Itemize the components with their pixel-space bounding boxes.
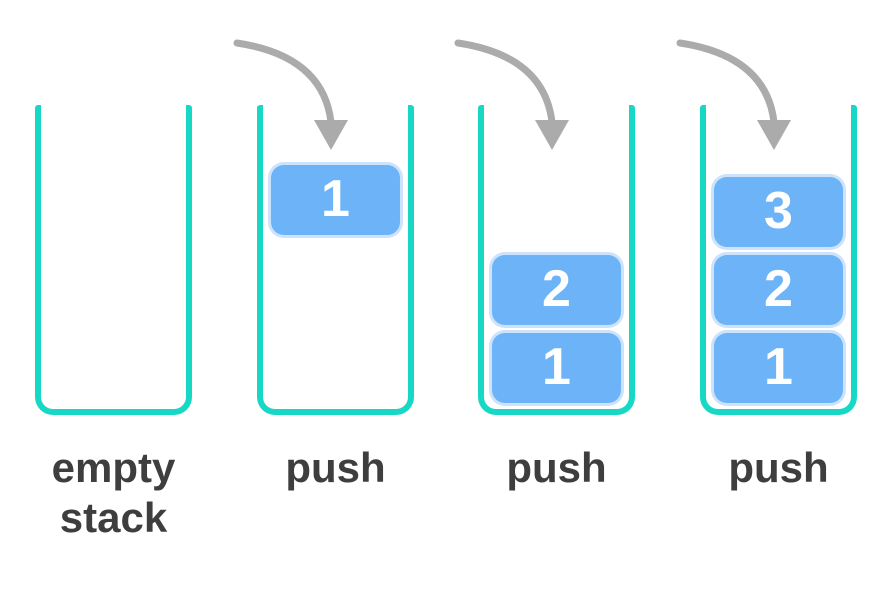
stack-container	[478, 105, 635, 415]
block-value: 1	[764, 338, 793, 396]
stack-stage-push-3: push 3 2 1	[676, 0, 857, 590]
block-value: 2	[764, 260, 793, 318]
stage-label: push	[728, 444, 829, 491]
push-arrow-icon	[233, 39, 348, 150]
stack-container	[35, 105, 192, 415]
push-arrow-icon	[676, 39, 791, 150]
stack-block: 2	[714, 255, 843, 325]
stack-stage-push-2: push 2 1	[454, 0, 635, 590]
stage-label: empty stack	[51, 444, 176, 541]
stack-block: 1	[714, 333, 843, 403]
stack-stage-push-1: push 1	[233, 0, 414, 590]
stack-block: 1	[271, 165, 400, 235]
stack-block: 3	[714, 177, 843, 247]
stage-label: push	[285, 444, 386, 491]
block-value: 3	[764, 182, 793, 240]
block-value: 2	[542, 260, 571, 318]
stack-container	[700, 105, 857, 415]
block-value: 1	[321, 170, 350, 228]
push-arrow-icon	[454, 39, 569, 150]
stack-stage-empty-stack: empty stack	[35, 0, 192, 590]
stage-label: push	[506, 444, 607, 491]
stack-container	[257, 105, 414, 415]
stack-block: 1	[492, 333, 621, 403]
block-value: 1	[542, 338, 571, 396]
stack-block: 2	[492, 255, 621, 325]
